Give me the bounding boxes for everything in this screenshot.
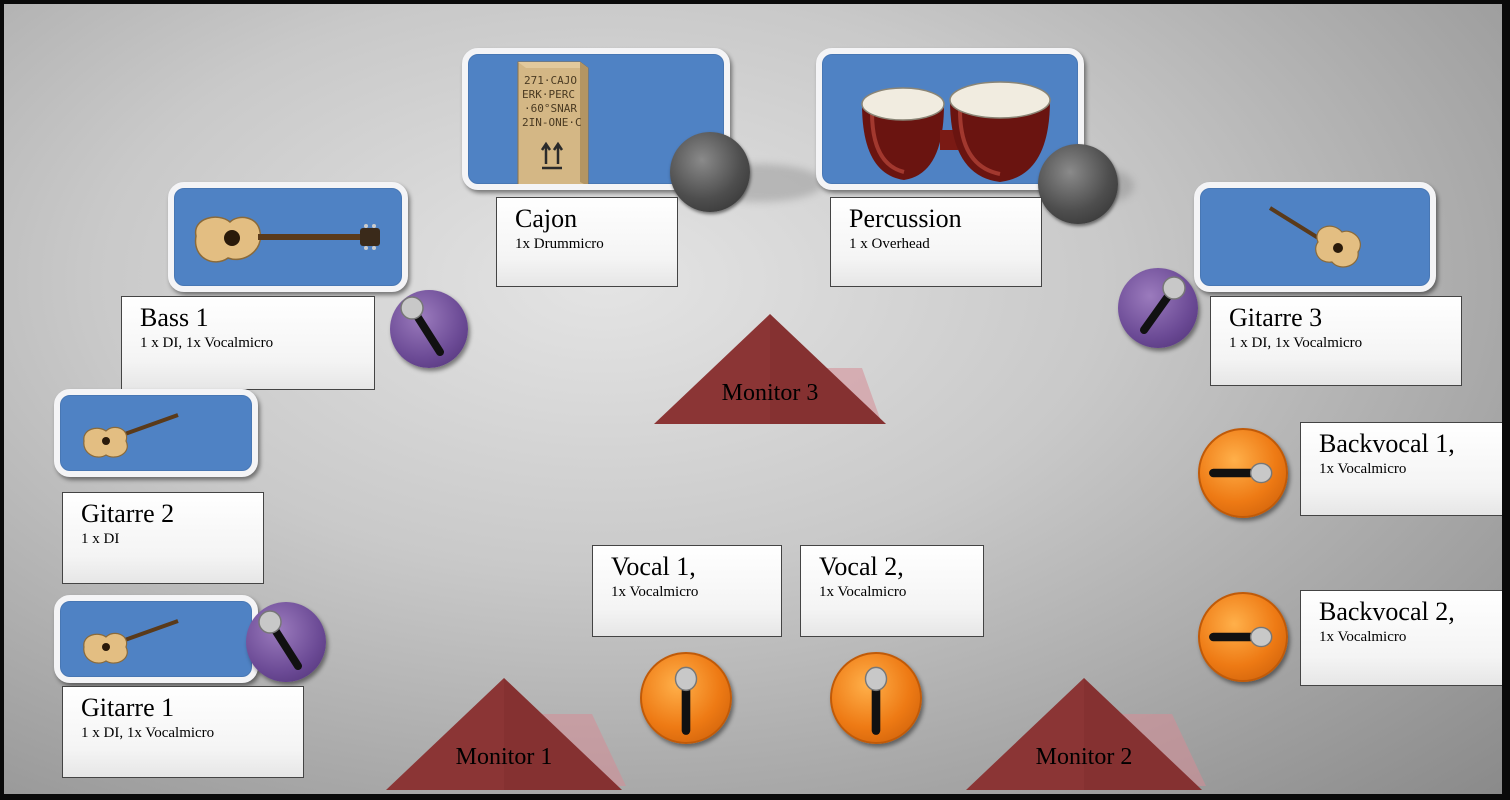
percussion-name: Percussion bbox=[849, 204, 962, 233]
cajon-icon: 271·CAJO ERK·PERC ·60°SNAR 2IN-ONE·C bbox=[517, 61, 589, 184]
backvocal1-name: Backvocal 1, bbox=[1319, 429, 1455, 458]
svg-text:ERK·PERC: ERK·PERC bbox=[522, 88, 575, 101]
bass1-mic-disc bbox=[390, 290, 468, 368]
gitarre2-panel bbox=[54, 389, 258, 477]
svg-text:·60°SNAR: ·60°SNAR bbox=[524, 102, 577, 115]
gitarre1-panel bbox=[54, 595, 258, 683]
gitarre3-mic-disc bbox=[1118, 268, 1198, 348]
backvocal1-detail: 1x Vocalmicro bbox=[1319, 461, 1407, 477]
gitarre3-label: Gitarre 3 1 x DI, 1x Vocalmicro bbox=[1210, 296, 1462, 386]
microphone-icon bbox=[1209, 626, 1273, 648]
backvocal2-name: Backvocal 2, bbox=[1319, 597, 1455, 626]
cajon-name: Cajon bbox=[515, 204, 578, 233]
gitarre1-detail: 1 x DI, 1x Vocalmicro bbox=[81, 725, 215, 741]
microphone-icon bbox=[400, 296, 444, 356]
gitarre1-mic-disc bbox=[246, 602, 326, 682]
bass1-panel bbox=[168, 182, 408, 292]
backvocal1-label: Backvocal 1, 1x Vocalmicro bbox=[1300, 422, 1502, 516]
gitarre3-detail: 1 x DI, 1x Vocalmicro bbox=[1229, 335, 1363, 351]
backvocal1-mic-disc bbox=[1198, 428, 1288, 518]
percussion-panel bbox=[816, 48, 1084, 190]
monitor-2-label: Monitor 2 bbox=[1035, 744, 1133, 770]
monitor-wedge-icon bbox=[654, 314, 886, 424]
gitarre3-panel bbox=[1194, 182, 1436, 292]
acoustic-guitar-icon bbox=[83, 619, 179, 664]
monitor-3: Monitor 3 bbox=[650, 308, 890, 426]
monitor-1-label: Monitor 1 bbox=[455, 744, 553, 770]
microphone-icon bbox=[864, 666, 888, 735]
vocal1-name: Vocal 1, bbox=[611, 552, 696, 581]
cajon-mic-disc bbox=[670, 132, 750, 212]
gitarre1-label: Gitarre 1 1 x DI, 1x Vocalmicro bbox=[62, 686, 304, 778]
vocal2-detail: 1x Vocalmicro bbox=[819, 584, 907, 600]
percussion-detail: 1 x Overhead bbox=[849, 236, 930, 252]
cajon-label: Cajon 1x Drummicro bbox=[496, 197, 678, 287]
percussion-label: Percussion 1 x Overhead bbox=[830, 197, 1042, 287]
backvocal2-detail: 1x Vocalmicro bbox=[1319, 629, 1407, 645]
bass-guitar-icon bbox=[194, 216, 380, 263]
percussion-mic-disc bbox=[1038, 144, 1118, 224]
backvocal2-mic-disc bbox=[1198, 592, 1288, 682]
cajon-panel: 271·CAJO ERK·PERC ·60°SNAR 2IN-ONE·C bbox=[462, 48, 730, 190]
acoustic-guitar-icon bbox=[1268, 206, 1361, 268]
svg-text:2IN-ONE·C: 2IN-ONE·C bbox=[522, 116, 582, 129]
gitarre3-name: Gitarre 3 bbox=[1229, 303, 1323, 332]
monitor-wedge-icon bbox=[966, 678, 1206, 790]
gitarre2-detail: 1 x DI bbox=[81, 531, 120, 547]
backvocal2-label: Backvocal 2, 1x Vocalmicro bbox=[1300, 590, 1502, 686]
microphone-icon bbox=[674, 666, 698, 735]
microphone-icon bbox=[1209, 462, 1273, 484]
bass1-name: Bass 1 bbox=[140, 303, 209, 332]
acoustic-guitar-icon bbox=[83, 413, 179, 458]
monitor-3-label: Monitor 3 bbox=[721, 380, 819, 406]
monitor-1: Monitor 1 bbox=[382, 674, 626, 790]
gitarre1-name: Gitarre 1 bbox=[81, 693, 175, 722]
microphone-icon bbox=[1140, 276, 1186, 334]
vocal1-mic-disc bbox=[640, 652, 732, 744]
monitor-wedge-icon bbox=[386, 678, 626, 790]
vocal1-label: Vocal 1, 1x Vocalmicro bbox=[592, 545, 782, 637]
vocal2-mic-disc bbox=[830, 652, 922, 744]
gitarre2-name: Gitarre 2 bbox=[81, 499, 175, 528]
vocal2-name: Vocal 2, bbox=[819, 552, 904, 581]
bass1-label: Bass 1 1 x DI, 1x Vocalmicro bbox=[121, 296, 375, 390]
vocal2-label: Vocal 2, 1x Vocalmicro bbox=[800, 545, 984, 637]
vocal1-detail: 1x Vocalmicro bbox=[611, 584, 699, 600]
bongo-drums-icon bbox=[861, 81, 1051, 182]
bass1-detail: 1 x DI, 1x Vocalmicro bbox=[140, 335, 274, 351]
svg-text:271·CAJO: 271·CAJO bbox=[524, 74, 577, 87]
stage-plot: 271·CAJO ERK·PERC ·60°SNAR 2IN-ONE·C Caj… bbox=[4, 4, 1502, 794]
cajon-detail: 1x Drummicro bbox=[515, 236, 604, 252]
microphone-icon bbox=[258, 610, 302, 670]
gitarre2-label: Gitarre 2 1 x DI bbox=[62, 492, 264, 584]
monitor-2: Monitor 2 bbox=[962, 674, 1206, 790]
